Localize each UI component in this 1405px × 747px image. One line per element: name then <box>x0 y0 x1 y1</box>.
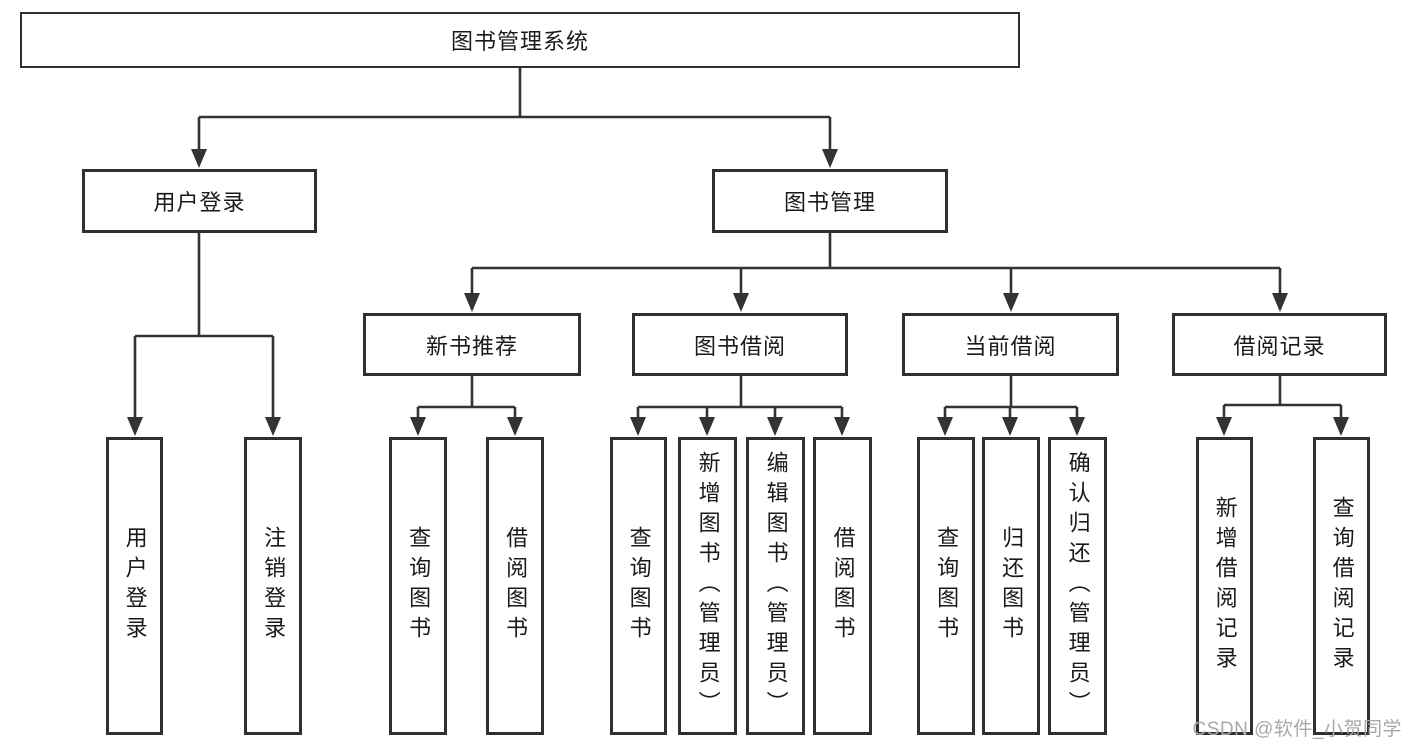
node-leaf-query-book-recommend: 查询图书 <box>389 437 447 735</box>
node-leaf-borrow-book: 借阅图书 <box>813 437 872 735</box>
node-book-borrow: 图书借阅 <box>632 313 848 376</box>
node-leaf-query-book-current: 查询图书 <box>917 437 975 735</box>
node-user-login: 用户登录 <box>82 169 317 233</box>
node-leaf-query-borrow-record: 查询借阅记录 <box>1313 437 1370 735</box>
node-leaf-logout: 注销登录 <box>244 437 302 735</box>
node-current-borrow: 当前借阅 <box>902 313 1119 376</box>
csdn-watermark: CSDN @软件_小贺同学 <box>1192 719 1402 740</box>
node-leaf-query-book-borrow: 查询图书 <box>610 437 667 735</box>
node-leaf-edit-book-admin: 编辑图书（管理员） <box>746 437 805 735</box>
node-leaf-user-login: 用户登录 <box>106 437 163 735</box>
node-new-book-recommend: 新书推荐 <box>363 313 581 376</box>
node-library-management-system: 图书管理系统 <box>20 12 1020 68</box>
node-leaf-borrow-book-recommend: 借阅图书 <box>486 437 544 735</box>
node-book-management: 图书管理 <box>712 169 948 233</box>
node-leaf-add-book-admin: 新增图书（管理员） <box>678 437 737 735</box>
node-leaf-return-book: 归还图书 <box>982 437 1040 735</box>
connector-paths <box>133 68 1343 419</box>
node-leaf-add-borrow-record: 新增借阅记录 <box>1196 437 1253 735</box>
node-borrow-records: 借阅记录 <box>1172 313 1387 376</box>
node-leaf-confirm-return-admin: 确认归还（管理员） <box>1048 437 1107 735</box>
